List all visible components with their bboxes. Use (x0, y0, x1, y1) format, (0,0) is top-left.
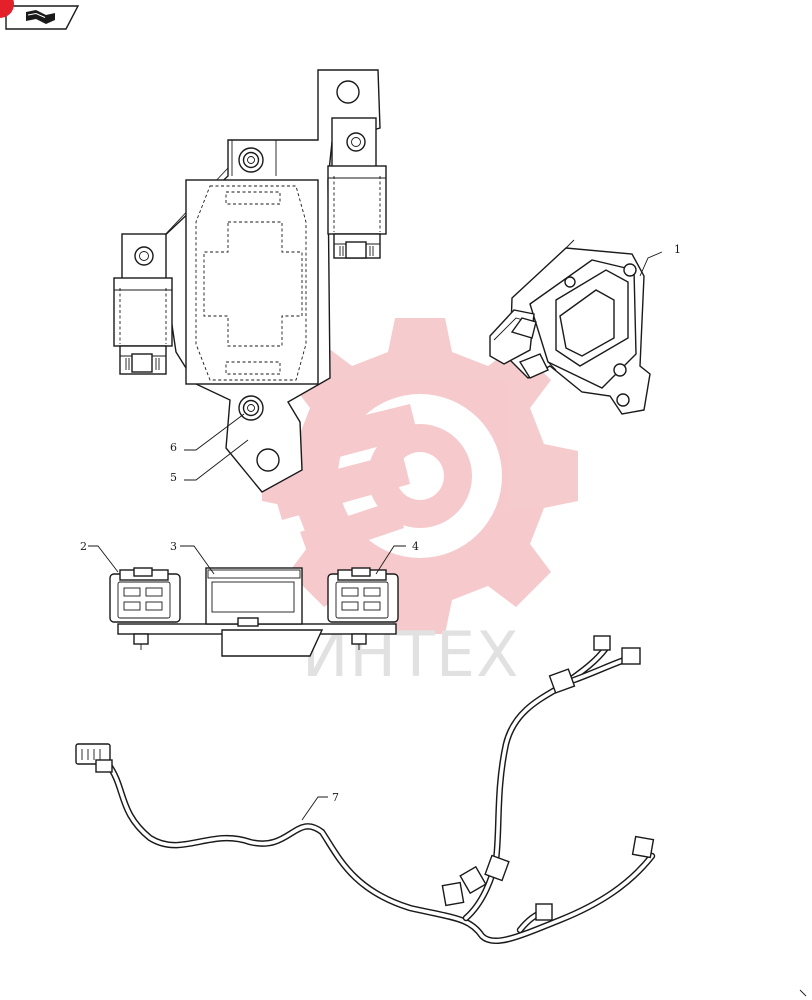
watermark-logo: ИНТЕХ (262, 318, 578, 691)
manual-book-icon (26, 10, 55, 24)
callout-2: 2 (80, 540, 87, 553)
harness-connector-right (631, 835, 655, 859)
connector-side-left (109, 567, 181, 650)
bolt-bottom (238, 395, 264, 421)
harness-connector-top (548, 635, 641, 694)
corner-mark (799, 989, 807, 997)
callout-1: 1 (674, 243, 681, 256)
relay-module-outline (185, 179, 319, 385)
gear-wrench-icon (262, 318, 578, 634)
callouts: 1 2 3 4 5 6 7 (80, 243, 681, 821)
callout-5: 5 (170, 471, 177, 484)
wiring-harness (75, 635, 656, 945)
callout-3: 3 (170, 540, 177, 553)
module-side-view (109, 567, 399, 657)
bolt-top (238, 147, 264, 173)
callout-7: 7 (332, 791, 339, 804)
status-indicator (0, 0, 14, 18)
harness-connector-end (75, 743, 113, 773)
nav-button[interactable] (5, 5, 80, 30)
module-isometric-view (489, 239, 651, 415)
connector-upper-right (327, 117, 387, 259)
module-top-view (113, 69, 387, 493)
connector-side-right (327, 567, 399, 650)
callout-6: 6 (170, 441, 177, 454)
harness-connector-center (441, 854, 553, 921)
callout-4: 4 (412, 540, 419, 553)
connector-left (113, 233, 173, 375)
